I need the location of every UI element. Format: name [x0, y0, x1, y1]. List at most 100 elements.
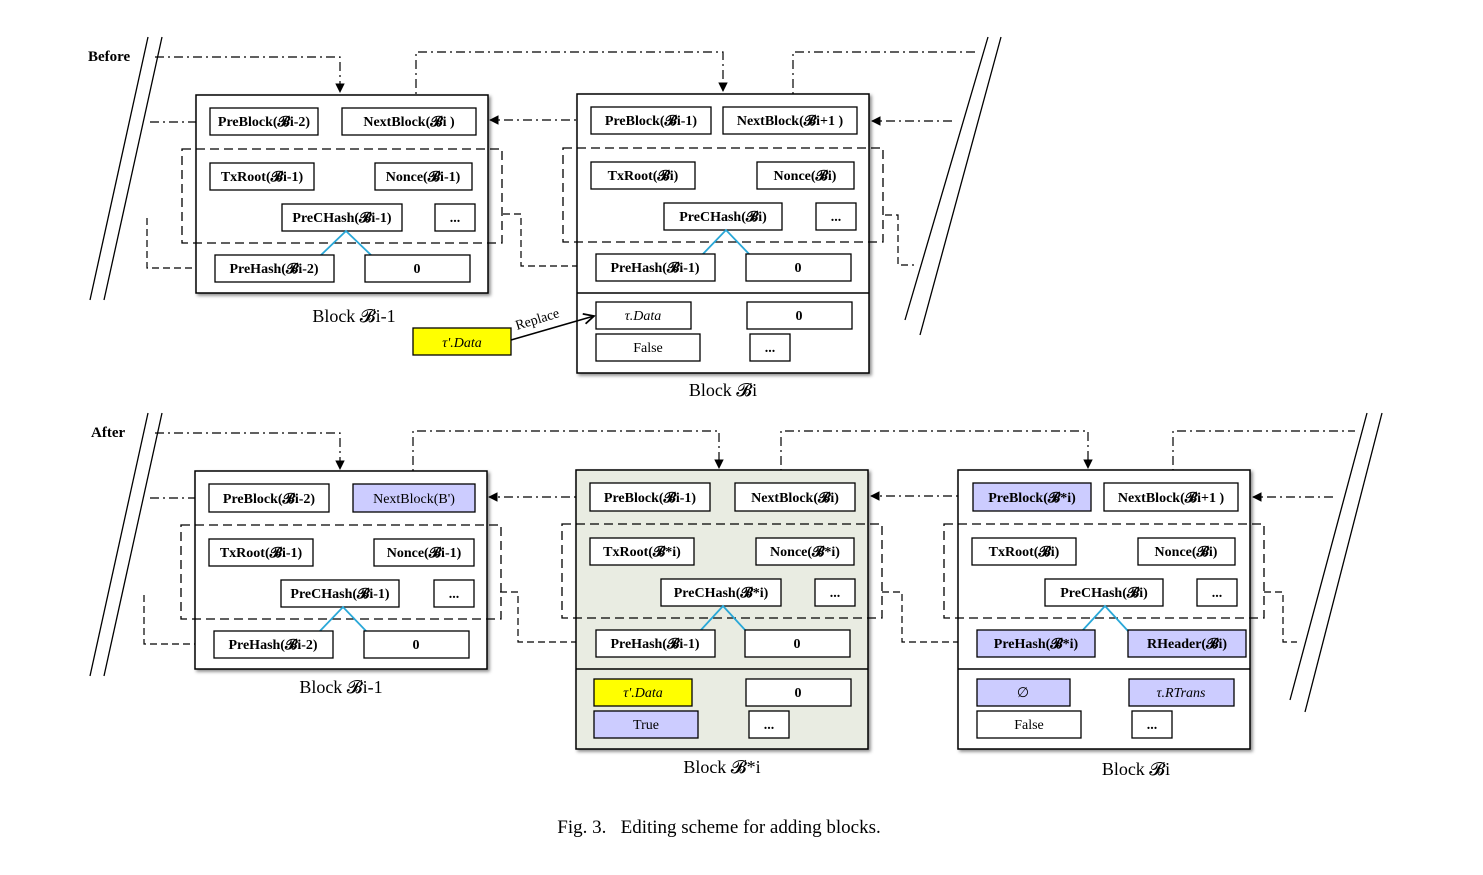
svg-text:PreBlock(𝓑i-2): PreBlock(𝓑i-2): [218, 115, 311, 130]
field-txroot: TxRoot(𝓑*i): [589, 537, 695, 566]
svg-text:PreCHash(𝓑*i): PreCHash(𝓑*i): [674, 586, 769, 601]
field-nextblock: NextBlock(𝓑i): [734, 482, 856, 512]
svg-text:PreHash(𝓑i-1): PreHash(𝓑i-1): [610, 637, 699, 652]
block-title: Block 𝓑*i: [683, 757, 760, 777]
field-prechash: PreCHash(𝓑i-1): [281, 203, 403, 232]
field-prehash: PreHash(𝓑i-1): [595, 629, 716, 658]
tx-zero: 0: [745, 678, 852, 707]
field-preblock: PreBlock(𝓑i-2): [208, 483, 330, 513]
field-nextblock: NextBlock(B'): [352, 483, 476, 513]
break-mark-right-b: [1304, 412, 1383, 713]
link-left-to-prehash-a: [143, 595, 212, 644]
tx-dots: ...: [1131, 710, 1173, 739]
svg-text:...: ...: [450, 211, 461, 226]
svg-text:True: True: [633, 718, 659, 733]
svg-text:False: False: [1014, 718, 1044, 733]
field-txroot: TxRoot(𝓑i-1): [208, 538, 314, 567]
link-header-b-to-prehash-c: [882, 591, 976, 642]
field-dots: ...: [434, 203, 476, 232]
header-dashed-region: [943, 523, 1265, 619]
field-nextblock: NextBlock(𝓑i+1 ): [1103, 482, 1239, 512]
header-dashed-region: [561, 523, 883, 619]
svg-text:...: ...: [831, 210, 842, 225]
svg-text:∅: ∅: [1017, 686, 1029, 701]
tx-data: τ.Data: [595, 301, 692, 330]
tx-data: τ'.Data: [593, 678, 693, 707]
field-nonce: Nonce(𝓑i-1): [373, 538, 475, 567]
field-dots: ...: [433, 579, 475, 608]
new-data-box: τ'.Data: [412, 327, 512, 356]
field-nonce: Nonce(𝓑i): [1137, 537, 1236, 566]
svg-text:τ.Data: τ.Data: [625, 309, 662, 324]
svg-text:TxRoot(𝓑i-1): TxRoot(𝓑i-1): [221, 170, 304, 185]
replace-label: Replace: [514, 306, 562, 334]
svg-text:τ'.Data: τ'.Data: [623, 686, 663, 701]
link-next-b-outgoing: [792, 51, 978, 107]
field-preblock: PreBlock(𝓑i-1): [589, 482, 711, 512]
before-block-a: PreBlock(𝓑i-2) NextBlock(𝓑i ) TxRoot(𝓑i-…: [181, 94, 503, 294]
break-mark-left-b: [103, 412, 163, 677]
hash-link-glyph: [699, 604, 747, 632]
tx-dots: ...: [748, 710, 790, 739]
svg-text:...: ...: [449, 587, 460, 602]
svg-text:PreCHash(𝓑i-1): PreCHash(𝓑i-1): [292, 211, 392, 226]
after-block-c: PreBlock(𝓑*i) NextBlock(𝓑i+1 ) TxRoot(𝓑i…: [943, 469, 1265, 750]
tx-data: ∅: [976, 678, 1071, 707]
field-preblock: PreBlock(𝓑i-2): [209, 107, 319, 136]
before-block-b: PreBlock(𝓑i-1) NextBlock(𝓑i+1 ) TxRoot(𝓑…: [562, 93, 884, 374]
svg-text:NextBlock(𝓑i): NextBlock(𝓑i): [751, 491, 839, 506]
link-next-c-outgoing: [1172, 430, 1355, 484]
svg-text:Nonce(𝓑i): Nonce(𝓑i): [774, 169, 837, 184]
field-txroot: TxRoot(𝓑i): [971, 537, 1077, 566]
header-dashed-region: [181, 148, 503, 244]
svg-text:...: ...: [765, 341, 776, 356]
after-section: After PreBlock(𝓑i-2) NextBlock(B') TxRoo…: [89, 412, 1383, 779]
svg-text:PreCHash(𝓑i): PreCHash(𝓑i): [1060, 586, 1148, 601]
field-nonce: Nonce(𝓑i-1): [374, 162, 473, 191]
svg-text:Nonce(𝓑*i): Nonce(𝓑*i): [770, 545, 840, 560]
tx-zero: 0: [746, 301, 853, 330]
tx-rtrans: τ.RTrans: [1128, 678, 1235, 707]
tx-flag: False: [595, 333, 701, 362]
field-zero: 0: [744, 629, 851, 658]
svg-text:NextBlock(B'): NextBlock(B'): [373, 492, 455, 507]
svg-text:0: 0: [794, 637, 801, 652]
svg-text:TxRoot(𝓑i): TxRoot(𝓑i): [989, 545, 1060, 560]
svg-text:...: ...: [764, 718, 775, 733]
field-prechash: PreCHash(𝓑i): [1044, 578, 1164, 607]
field-nextblock: NextBlock(𝓑i+1 ): [722, 106, 858, 135]
svg-text:PreHash(𝓑i-2): PreHash(𝓑i-2): [229, 262, 318, 277]
after-block-a: PreBlock(𝓑i-2) NextBlock(B') TxRoot(𝓑i-1…: [180, 470, 502, 670]
block-title: Block 𝓑i: [689, 380, 757, 400]
tx-dots: ...: [749, 333, 791, 362]
tx-flag: True: [593, 710, 699, 739]
svg-text:TxRoot(𝓑i-1): TxRoot(𝓑i-1): [220, 546, 303, 561]
link-next-b-to-block-c: [780, 430, 1093, 484]
before-section: Before PreBlock(𝓑i-2) NextBlock(𝓑i ) TxR…: [88, 36, 1002, 400]
svg-text:Nonce(𝓑i-1): Nonce(𝓑i-1): [386, 170, 461, 185]
svg-text:PreBlock(𝓑i-2): PreBlock(𝓑i-2): [223, 492, 316, 507]
field-txroot: TxRoot(𝓑i-1): [209, 162, 315, 191]
field-prehash: PreHash(𝓑i-1): [595, 253, 716, 282]
svg-text:PreBlock(𝓑i-1): PreBlock(𝓑i-1): [604, 491, 697, 506]
header-dashed-region: [180, 524, 502, 620]
block-title: Block 𝓑i-1: [312, 306, 395, 326]
svg-text:τ'.Data: τ'.Data: [442, 336, 482, 351]
field-txroot: TxRoot(𝓑i): [590, 161, 696, 190]
hash-link-glyph: [701, 228, 751, 256]
svg-text:...: ...: [830, 586, 841, 601]
figure-caption: Fig. 3. Editing scheme for adding blocks…: [557, 817, 880, 838]
hash-link-glyph: [319, 229, 373, 257]
tx-flag: False: [976, 710, 1082, 739]
svg-text:τ.RTrans: τ.RTrans: [1157, 686, 1207, 701]
link-left-to-prehash-a: [146, 218, 213, 268]
svg-text:PreHash(𝓑i-2): PreHash(𝓑i-2): [228, 638, 317, 653]
svg-text:Nonce(𝓑i-1): Nonce(𝓑i-1): [387, 546, 462, 561]
field-prehash: PreHash(𝓑i-2): [214, 254, 335, 283]
svg-text:...: ...: [1212, 586, 1223, 601]
hash-link-glyph: [318, 605, 368, 633]
field-nonce: Nonce(𝓑i): [756, 161, 855, 190]
svg-text:TxRoot(𝓑*i): TxRoot(𝓑*i): [603, 545, 681, 560]
after-block-b-star: PreBlock(𝓑i-1) NextBlock(𝓑i) TxRoot(𝓑*i)…: [561, 469, 883, 750]
